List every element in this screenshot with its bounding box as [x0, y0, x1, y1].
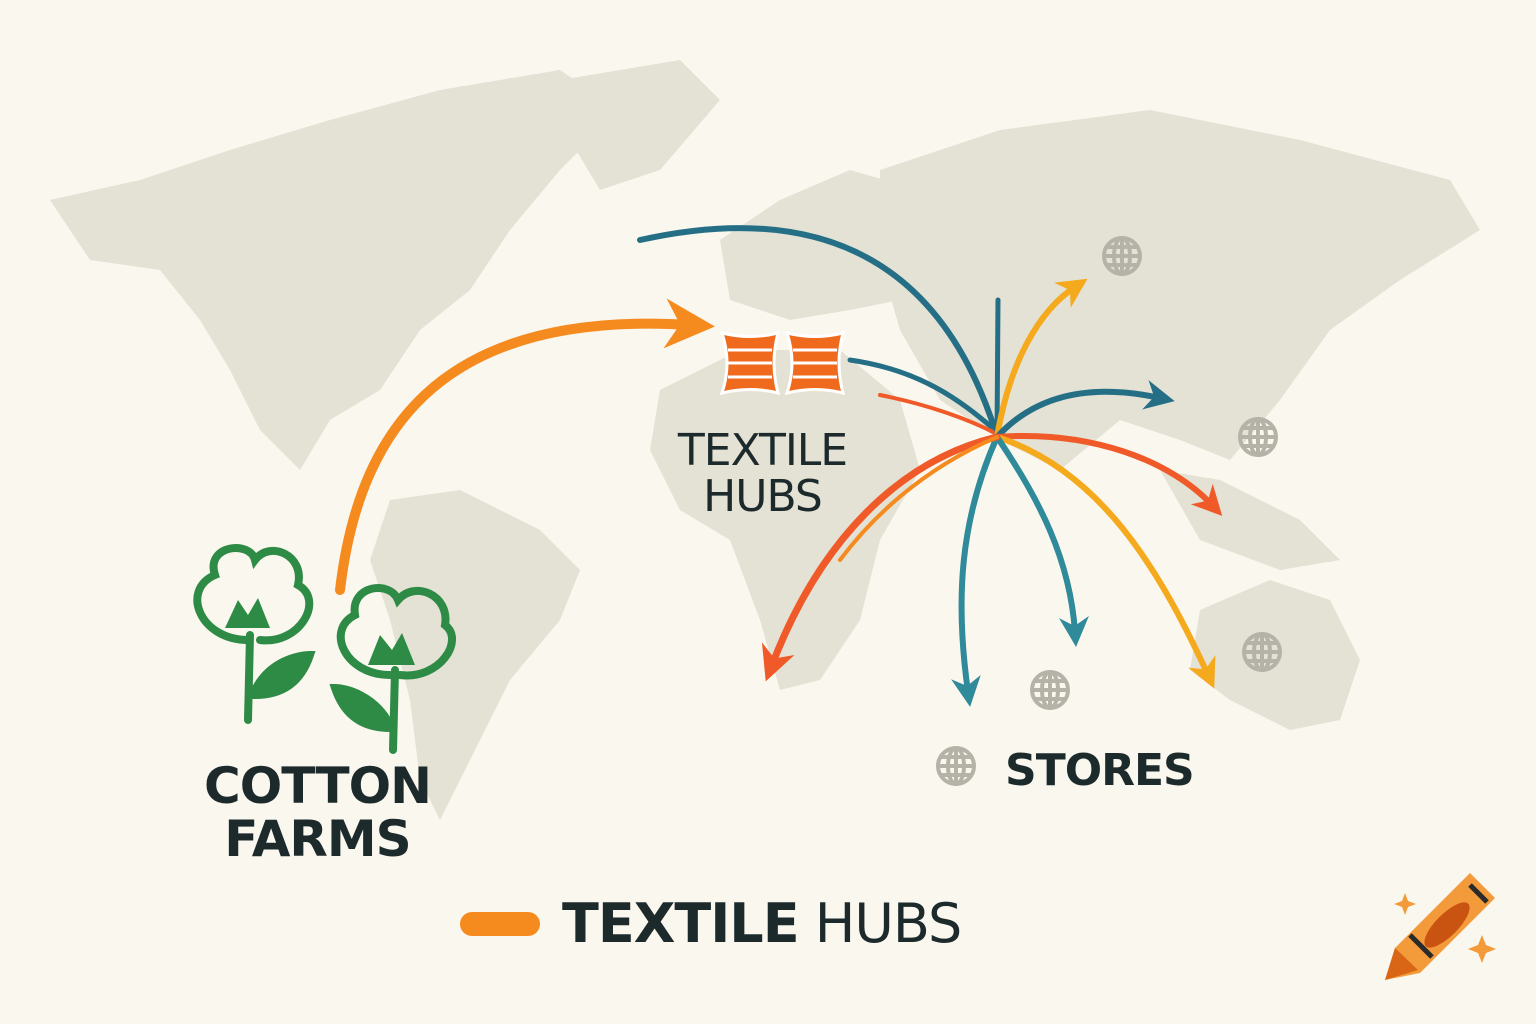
arrow-farms-to-hubs [335, 298, 715, 595]
south-america [370, 490, 580, 820]
legend-label: TEXTILE HUBS [562, 892, 963, 955]
textile-hubs-label: TEXTILE HUBS [677, 425, 848, 523]
legend-label-light: HUBS [814, 892, 963, 955]
arrow-to-north-asia [994, 278, 1088, 440]
cotton-plant-icon [329, 584, 456, 754]
asia [880, 110, 1480, 470]
arrow-in-teal-2 [847, 357, 998, 433]
arrow-to-se-asia [994, 433, 1223, 516]
arrow-to-australia [994, 434, 1216, 689]
globe-icon [1242, 632, 1282, 672]
arrow-north [994, 297, 1001, 440]
legend-label-bold: TEXTILE [562, 892, 800, 955]
cotton-plant-icon [193, 544, 316, 724]
continents [50, 60, 1480, 820]
globe-icon [1102, 236, 1142, 276]
greenland [560, 60, 720, 190]
africa [650, 350, 920, 690]
legend-swatch [460, 911, 540, 936]
north-america [50, 70, 620, 470]
flow-arrows [335, 225, 1223, 707]
globe-icon [1238, 417, 1278, 457]
globe-icon [936, 746, 976, 786]
cotton-farms-label: COTTON FARMS [204, 757, 432, 868]
stores-label: STORES [1005, 745, 1195, 796]
store-globes [936, 236, 1282, 786]
arrow-in-orange [878, 393, 997, 435]
australia [1190, 580, 1360, 730]
arrow-to-south-africa [761, 433, 1001, 682]
globe-icon [1030, 670, 1070, 710]
arrow-to-indian-ocean [994, 434, 1089, 647]
textile-fabric-icon [719, 330, 846, 396]
legend: TEXTILE HUBS [460, 892, 963, 955]
arrow-to-africa-orange [838, 435, 999, 562]
arrow-in-teal [637, 225, 998, 433]
arrow-to-south [951, 434, 1000, 707]
crayon-logo-icon [1385, 873, 1496, 980]
arrow-to-east-asia [994, 380, 1175, 440]
